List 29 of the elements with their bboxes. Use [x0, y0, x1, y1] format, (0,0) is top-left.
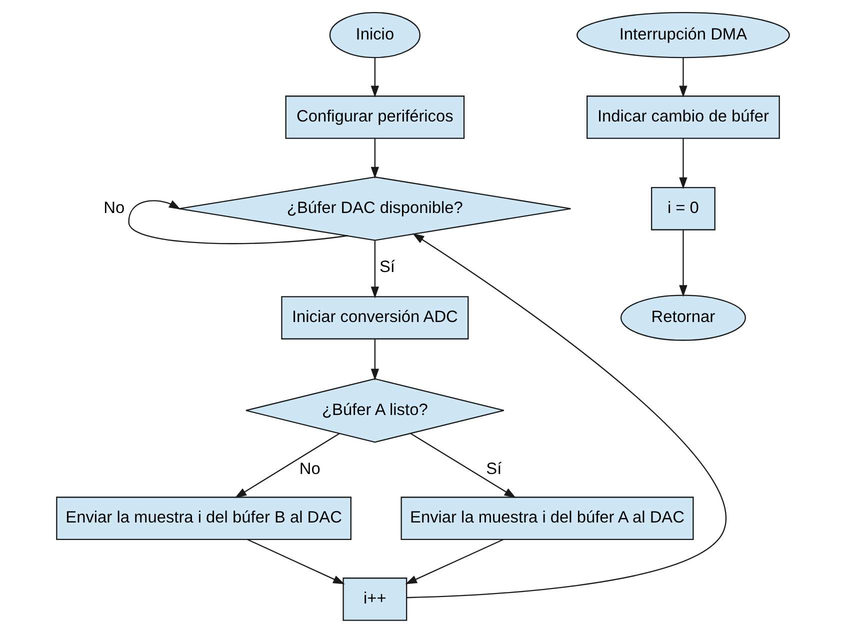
node-box: i++	[342, 578, 407, 621]
arrow	[370, 138, 379, 179]
node-box: Iniciar conversión ADC	[280, 296, 468, 340]
arrow	[128, 200, 348, 244]
edge-label: No	[298, 460, 320, 478]
node-ellipse: Retornar	[620, 294, 746, 341]
node-box: Configurar periféricos	[284, 96, 464, 139]
arrow	[410, 433, 516, 498]
arrow	[370, 339, 379, 380]
edge-label: No	[103, 199, 124, 218]
arrow	[406, 233, 726, 598]
node-diamond: ¿Búfer A listo?	[244, 378, 504, 443]
arrow	[246, 539, 344, 584]
node-diamond: ¿Búfer DAC disponible?	[178, 176, 571, 241]
node-ellipse: Interrupción DMA	[576, 12, 790, 58]
arrow	[234, 433, 340, 498]
arrow	[678, 138, 687, 190]
arrow	[678, 230, 687, 297]
node-box: Enviar la muestra i del búfer B al DAC	[56, 496, 351, 540]
node-box: i = 0	[650, 186, 715, 230]
arrow	[370, 58, 379, 98]
node-box: Enviar la muestra i del búfer A al DAC	[400, 496, 694, 540]
arrow	[370, 240, 379, 298]
node-ellipse: Inicio	[328, 12, 420, 58]
arrow	[678, 58, 687, 98]
edge-label: Sí	[378, 258, 394, 276]
node-box: Indicar cambio de búfer	[586, 96, 780, 139]
arrow	[404, 539, 504, 584]
edge-label: Sí	[486, 460, 502, 478]
